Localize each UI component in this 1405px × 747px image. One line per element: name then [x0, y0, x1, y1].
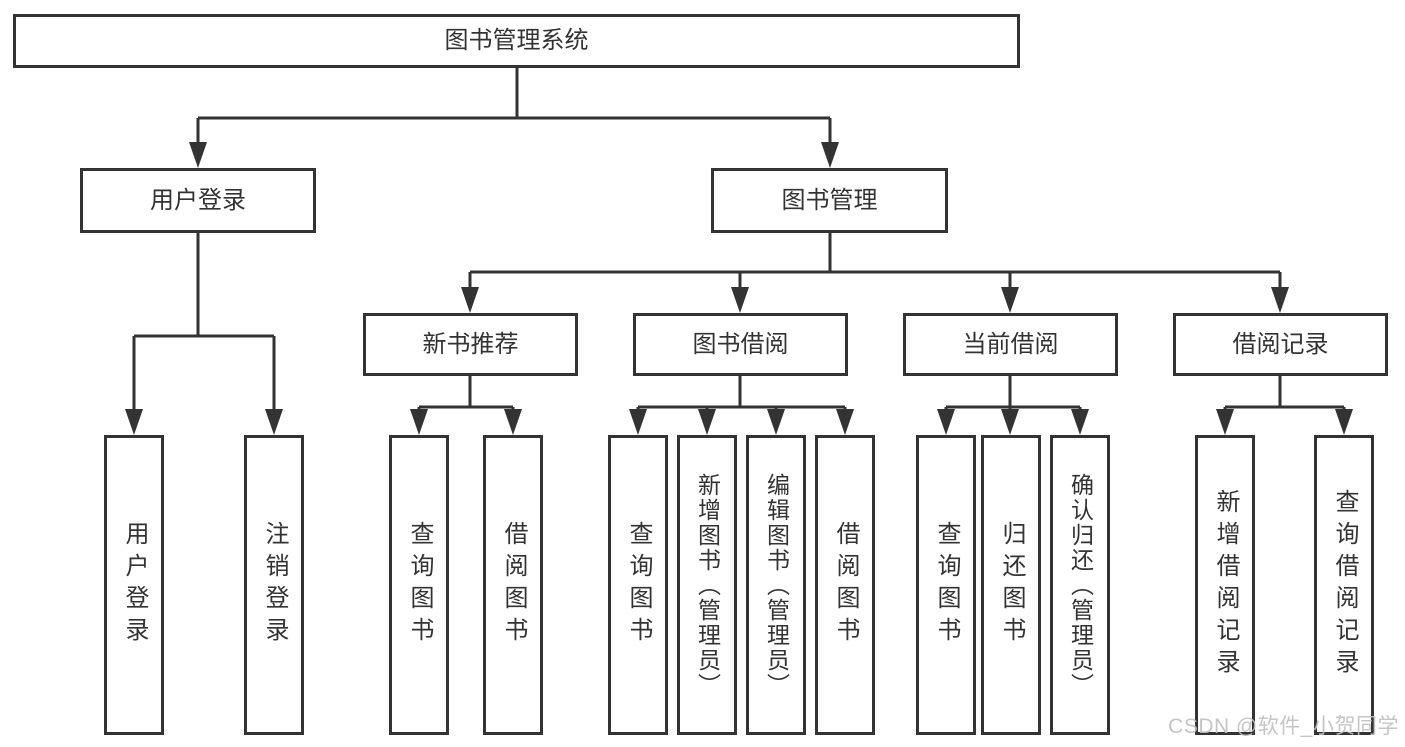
- arrowhead: [821, 142, 839, 168]
- arrowhead: [1335, 409, 1353, 435]
- node-current-borrowing: 当前借阅: [903, 313, 1118, 376]
- arrowhead: [504, 409, 522, 435]
- node-label: 图书管理系统: [444, 27, 589, 54]
- node-new-book-recommend: 新书推荐: [363, 313, 578, 376]
- leaf-borrow-books-borrowing: 借阅图书: [815, 435, 875, 735]
- arrowhead: [1071, 409, 1089, 435]
- leaf-query-borrow-record: 查询借阅记录: [1314, 435, 1374, 735]
- node-label: 用户登录: [121, 521, 148, 649]
- node-label: 用户登录: [150, 186, 246, 214]
- arrowhead: [1001, 409, 1019, 435]
- node-label: 图书管理: [781, 186, 878, 214]
- leaf-borrow-books-newbooks: 借阅图书: [483, 435, 543, 735]
- node-label: 当前借阅: [962, 330, 1059, 358]
- leaf-query-books-borrowing: 查询图书: [608, 435, 668, 735]
- connector-newbooks-to-leaves: [417, 376, 515, 427]
- node-label: 查询图书: [625, 521, 652, 649]
- node-label: 新书推荐: [422, 330, 519, 358]
- arrowhead: [265, 409, 283, 435]
- node-label: 归还图书: [998, 521, 1025, 649]
- node-label: 查询借阅记录: [1331, 489, 1358, 681]
- arrowhead: [189, 142, 207, 168]
- leaf-query-books-current: 查询图书: [916, 435, 976, 735]
- node-label: 注销登录: [261, 521, 288, 649]
- node-label: 新增图书（管理员）: [694, 472, 721, 698]
- node-label: 新增借阅记录: [1212, 489, 1239, 681]
- arrowhead: [1271, 287, 1289, 313]
- arrowhead: [698, 409, 716, 435]
- arrowhead: [937, 409, 955, 435]
- arrowhead: [836, 409, 854, 435]
- node-label: 借阅图书: [832, 521, 859, 649]
- arrowhead: [1001, 287, 1019, 313]
- node-user-login: 用户登录: [80, 168, 316, 233]
- node-borrowing-records: 借阅记录: [1173, 313, 1388, 376]
- arrowhead: [629, 409, 647, 435]
- arrowhead: [767, 409, 785, 435]
- node-label: 查询图书: [406, 521, 433, 649]
- leaf-add-borrow-record: 新增借阅记录: [1195, 435, 1255, 735]
- node-label: 编辑图书（管理员）: [763, 472, 790, 698]
- leaf-add-books-admin: 新增图书（管理员）: [677, 435, 737, 735]
- node-book-management: 图书管理: [711, 168, 948, 233]
- node-label: 借阅图书: [500, 521, 527, 649]
- node-label: 借阅记录: [1232, 330, 1329, 358]
- connector-records-to-leaves: [1223, 376, 1346, 427]
- arrowhead: [731, 287, 749, 313]
- node-label: 图书借阅: [692, 330, 789, 358]
- leaf-query-books-newbooks: 查询图书: [389, 435, 449, 735]
- leaf-return-books: 归还图书: [981, 435, 1041, 735]
- connector-root-to-level2: [196, 68, 832, 160]
- leaf-logout: 注销登录: [244, 435, 304, 735]
- arrowhead: [410, 409, 428, 435]
- connector-bookborrow-to-leaves: [636, 376, 847, 427]
- node-root-system: 图书管理系统: [13, 14, 1020, 68]
- leaf-user-login: 用户登录: [104, 435, 164, 735]
- node-book-borrowing: 图书借阅: [633, 313, 848, 376]
- node-label: 查询图书: [933, 521, 960, 649]
- connector-userlogin-to-leaves: [132, 233, 276, 427]
- leaf-confirm-return-admin: 确认归还（管理员）: [1050, 435, 1110, 735]
- arrowhead: [1216, 409, 1234, 435]
- arrowhead: [461, 287, 479, 313]
- connector-bookmgmt-to-level3: [468, 233, 1282, 305]
- csdn-watermark: CSDN @软件_小贺同学: [1168, 715, 1399, 738]
- node-label: 确认归还（管理员）: [1067, 472, 1094, 698]
- leaf-edit-books-admin: 编辑图书（管理员）: [746, 435, 806, 735]
- arrowhead: [125, 409, 143, 435]
